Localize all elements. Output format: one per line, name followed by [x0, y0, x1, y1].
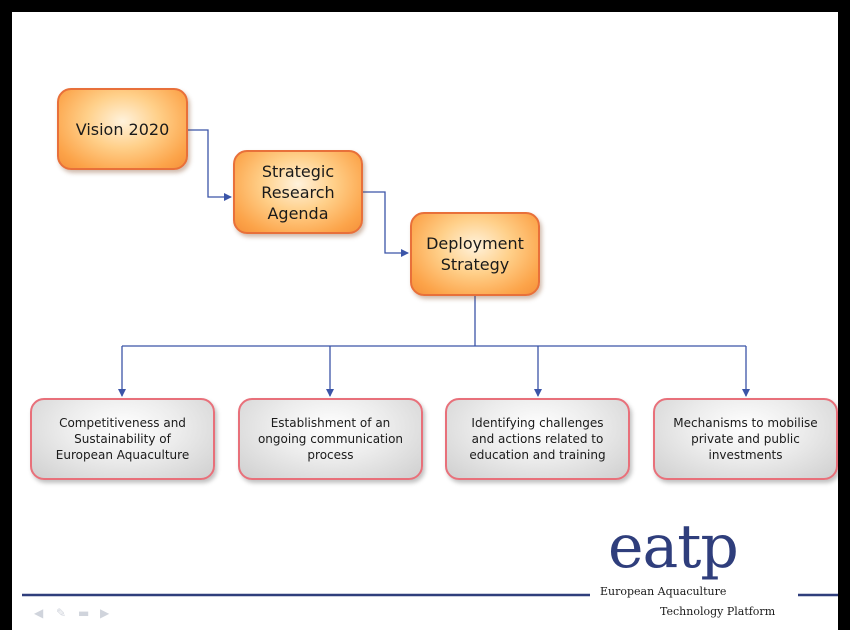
- eatp-logo-mark: eatp: [608, 512, 739, 582]
- action-box-communication: Establishment of an ongoing communicatio…: [238, 398, 423, 480]
- action-box-investments: Mechanisms to mobilise private and publi…: [653, 398, 838, 480]
- arrow-agenda-to-strategy: [363, 191, 409, 257]
- vision-box: Vision 2020: [57, 88, 188, 170]
- strategy-box: Deployment Strategy: [410, 212, 540, 296]
- connector-lines: [22, 129, 838, 597]
- menu-icon[interactable]: ▬: [78, 606, 90, 620]
- action-box-competitiveness: Competitiveness and Sustainability of Eu…: [30, 398, 215, 480]
- arrow-vision-to-agenda: [188, 129, 232, 201]
- action-box-education: Identifying challenges and actions relat…: [445, 398, 630, 480]
- logo-caption-line1: European Aquaculture: [600, 585, 727, 598]
- agenda-box: Strategic Research Agenda: [233, 150, 363, 234]
- prev-slide-icon[interactable]: ◀: [34, 606, 44, 620]
- logo-caption-line2: Technology Platform: [660, 605, 776, 618]
- edit-icon[interactable]: ✎: [56, 606, 67, 620]
- slide: Vision 2020 Strategic Research Agenda De…: [12, 12, 838, 630]
- slide-nav-controls: ◀ ✎ ▬ ▶: [34, 606, 114, 620]
- next-slide-icon[interactable]: ▶: [100, 606, 110, 620]
